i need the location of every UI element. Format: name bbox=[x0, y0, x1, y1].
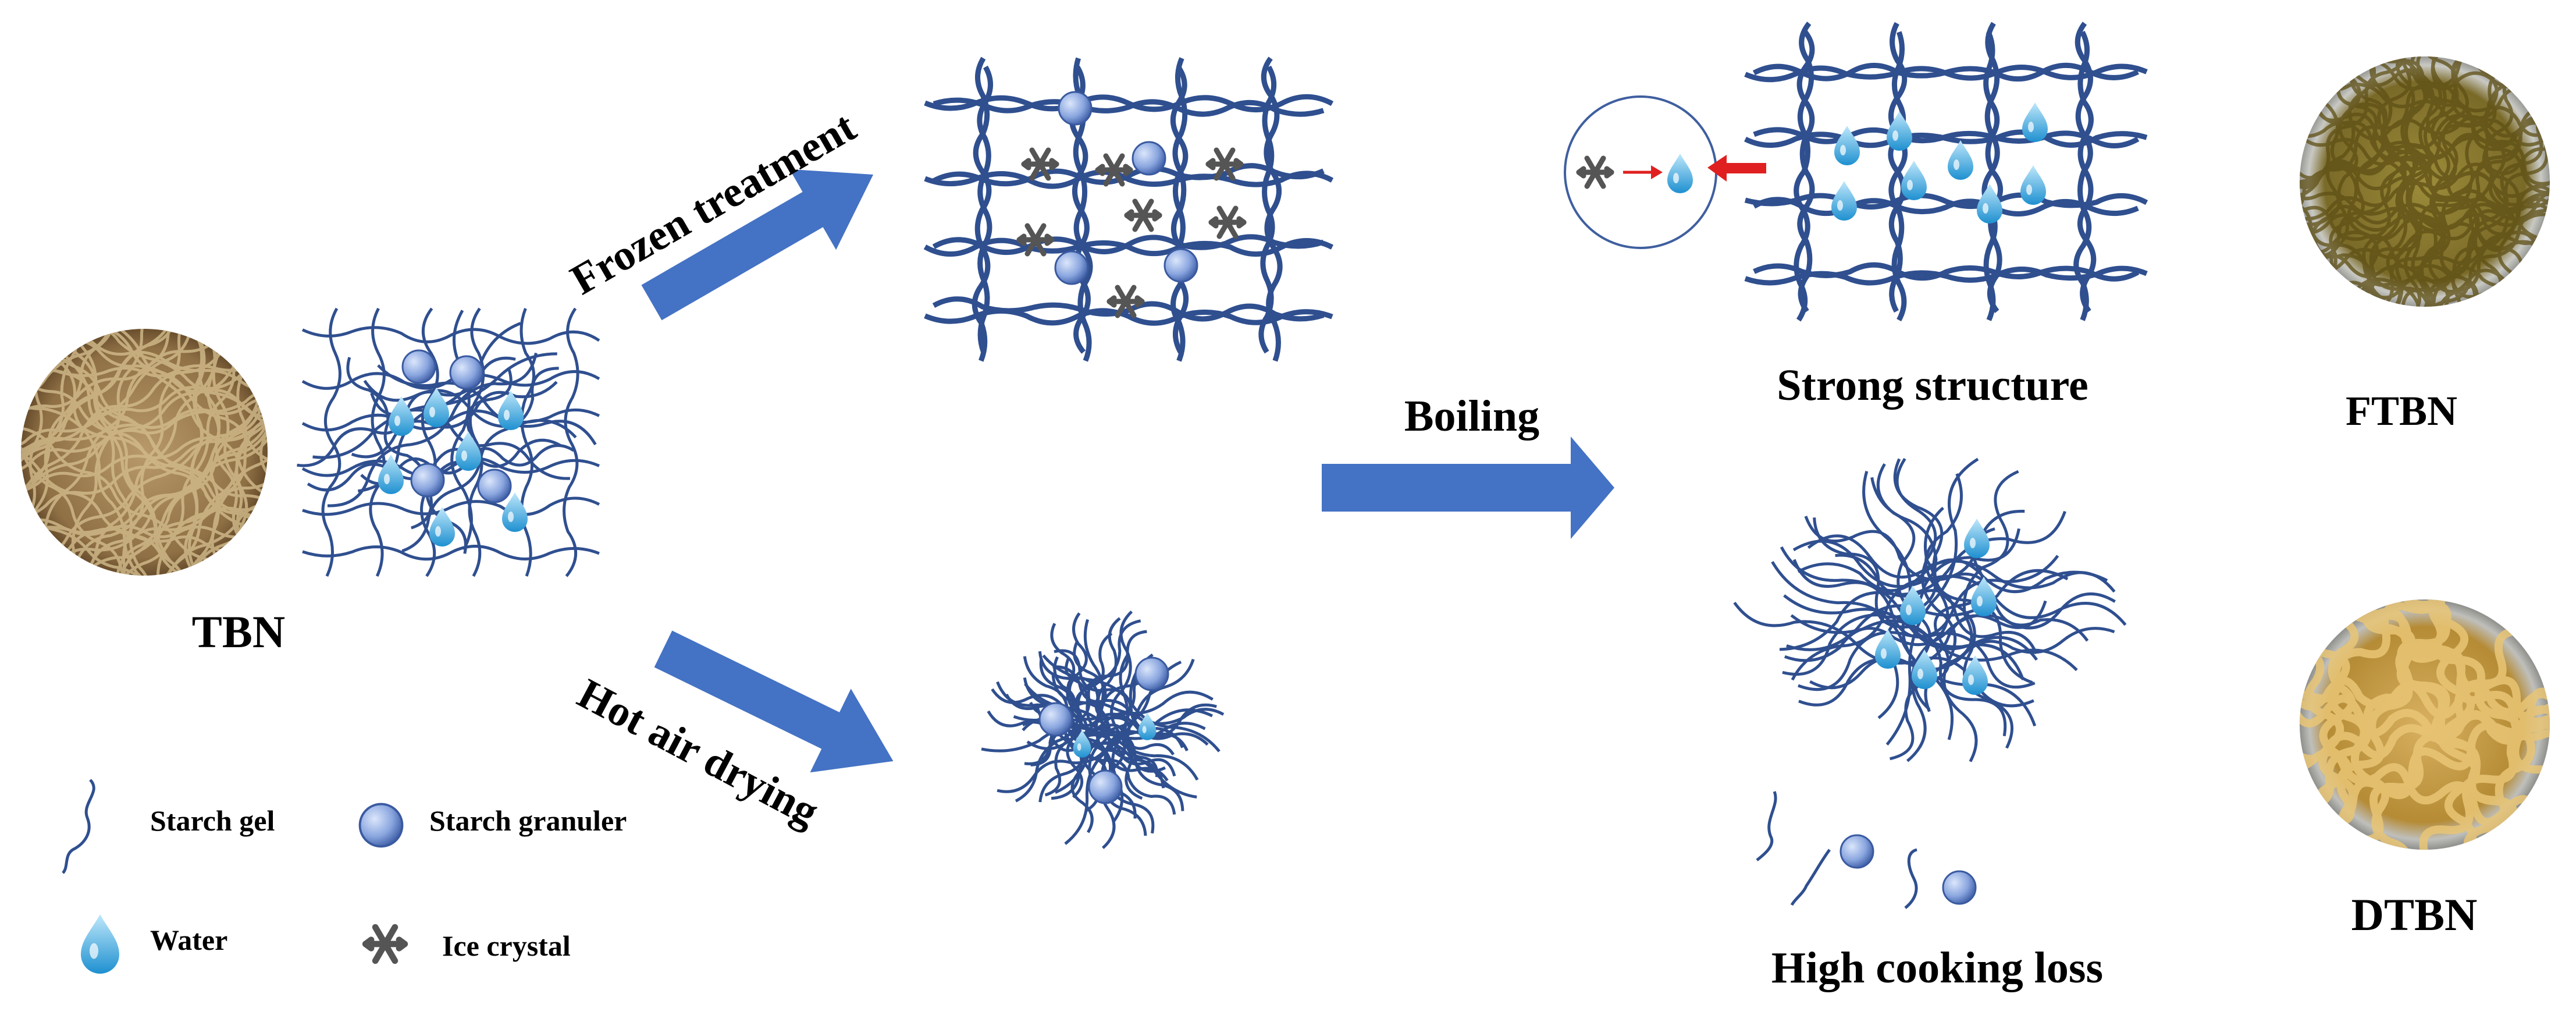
dtbn-photo bbox=[2300, 599, 2550, 850]
frozen-arrow bbox=[641, 169, 874, 321]
high-cooking-loss-label: High cooking loss bbox=[1771, 943, 2103, 992]
starch-granule-icon bbox=[401, 349, 436, 384]
boiling-label: Boiling bbox=[1404, 392, 1539, 441]
legend-starch-gel: Starch gel bbox=[150, 804, 275, 837]
ice-to-water-inset bbox=[1564, 95, 1766, 249]
tbn-starch-network bbox=[297, 307, 600, 577]
strong-structure-label: Strong structure bbox=[1777, 361, 2088, 410]
hot-air-arrow bbox=[654, 630, 894, 773]
starch-granule-icon bbox=[1054, 250, 1089, 285]
water-drop-icon bbox=[1831, 181, 1857, 221]
water-drop-icon bbox=[1964, 519, 1990, 558]
starch-granule-icon bbox=[358, 803, 404, 848]
dtbn-label: DTBN bbox=[2351, 889, 2478, 940]
starch-granule-icon bbox=[1088, 769, 1123, 804]
ftbn-label: FTBN bbox=[2346, 388, 2457, 434]
boiling-arrow bbox=[1322, 436, 1614, 539]
tbn-label: TBN bbox=[192, 606, 285, 657]
red-pointer-arrow bbox=[1707, 155, 1766, 182]
ftbn-photo bbox=[2300, 56, 2550, 307]
starch-granule-icon bbox=[1942, 870, 1977, 905]
legend-ice-crystal: Ice crystal bbox=[442, 929, 571, 962]
legend-starch-granule: Starch granuler bbox=[429, 804, 627, 837]
legend: Starch gel Starch granuler Water Ice cry… bbox=[61, 779, 627, 974]
starch-granule-icon bbox=[1134, 656, 1169, 691]
starch-granule-icon bbox=[410, 463, 445, 498]
starch-granule-icon bbox=[477, 469, 512, 503]
starch-granule-icon bbox=[449, 355, 484, 390]
starch-granule-icon bbox=[1038, 702, 1073, 737]
starch-granule-icon bbox=[1132, 141, 1166, 176]
ice-crystal-icon bbox=[365, 927, 404, 961]
water-drop-icon bbox=[1948, 140, 1973, 180]
starch-gel-icon bbox=[61, 779, 95, 874]
tbn-photo bbox=[21, 329, 268, 576]
water-drop-icon bbox=[2022, 102, 2048, 142]
water-drop-icon bbox=[1901, 161, 1927, 200]
ice-crystal-icon bbox=[1211, 208, 1244, 236]
water-drop-icon bbox=[81, 914, 119, 974]
water-drop-icon bbox=[2020, 165, 2046, 205]
dried-starch-network bbox=[981, 610, 1225, 849]
starch-granule-icon bbox=[1058, 91, 1093, 126]
cooked-loose-network bbox=[1733, 457, 2127, 909]
legend-water: Water bbox=[150, 924, 227, 956]
frozen-starch-network bbox=[923, 56, 1334, 362]
starch-granule-icon bbox=[1164, 248, 1198, 283]
strong-starch-network bbox=[1744, 22, 2148, 322]
starch-granule-icon bbox=[1840, 834, 1874, 869]
ice-crystal-icon bbox=[1127, 201, 1159, 229]
